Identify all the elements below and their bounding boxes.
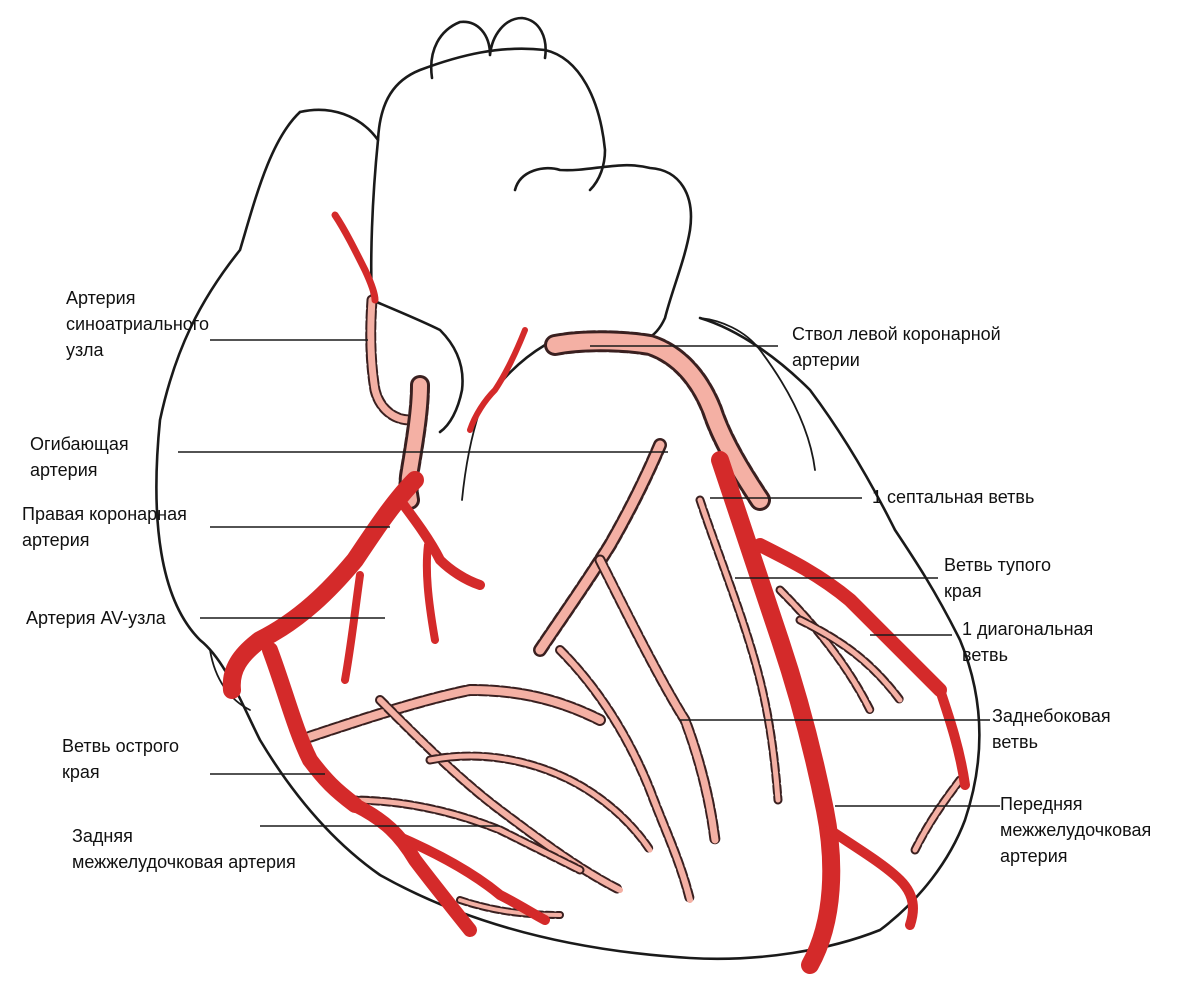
- labels: Артерия синоатриального узла Огибающая а…: [22, 288, 1156, 872]
- right-coronary-artery-vessel: [222, 471, 424, 699]
- label-sa-node-artery: Артерия синоатриального узла: [66, 288, 214, 360]
- rca-branch-1: [395, 495, 485, 590]
- heart-body-outline: [155, 110, 981, 961]
- label-first-septal-branch: 1 септальная ветвь: [872, 487, 1034, 507]
- label-anterior-interventricular-artery: Передняя межжелудочковая артерия: [1000, 794, 1156, 866]
- sa-node-artery-vessel: [331, 211, 379, 304]
- rca-branch-3: [341, 571, 364, 684]
- pulmonary-trunk-outline: [478, 163, 693, 412]
- label-left-main-trunk: Ствол левой коронарной артерии: [792, 324, 1006, 370]
- rca-branch-2: [422, 541, 439, 644]
- aortic-branches-outline: [429, 16, 547, 80]
- label-acute-marginal-branch: Ветвь острого края: [62, 736, 184, 782]
- posterior-branch-left: [555, 645, 695, 905]
- lad-vessel: [711, 451, 841, 974]
- heart-outline: [155, 16, 981, 961]
- pia-branch: [390, 830, 550, 925]
- label-circumflex-artery: Огибающая артерия: [30, 434, 134, 480]
- label-av-node-artery: Артерия AV-узла: [26, 608, 167, 628]
- sa-node-branch-back: [365, 294, 416, 426]
- circumflex-descending: [533, 438, 667, 657]
- acute-marginal-vessel: [262, 642, 363, 813]
- label-posterior-interventricular-artery: Задняя межжелудочковая артерия: [72, 826, 296, 872]
- label-first-diagonal-branch: 1 диагональная ветвь: [962, 619, 1098, 665]
- label-right-coronary-artery: Правая коронарная артерия: [22, 504, 192, 550]
- first-diagonal-vessel: [753, 538, 947, 697]
- posterior-interventricular-vessel: [348, 798, 477, 937]
- label-posterolateral-branch: Заднебоковая ветвь: [992, 706, 1116, 752]
- lad-split-branch: [825, 825, 918, 930]
- leader-lines: [178, 339, 1000, 827]
- circumflex-artery-posterior: [544, 330, 771, 511]
- left-atrial-appendage-outline: [699, 317, 816, 471]
- anterior-pulmonary-branch: [467, 327, 528, 433]
- anterior-arteries: [222, 211, 970, 974]
- label-obtuse-marginal-branch: Ветвь тупого края: [944, 555, 1056, 601]
- lateral-branch-network: [695, 495, 965, 855]
- posterior-arteries: [294, 294, 965, 919]
- right-atrium-outline: [298, 108, 464, 434]
- diagonal-continuation: [935, 685, 970, 790]
- inferior-branch-network: [294, 684, 655, 919]
